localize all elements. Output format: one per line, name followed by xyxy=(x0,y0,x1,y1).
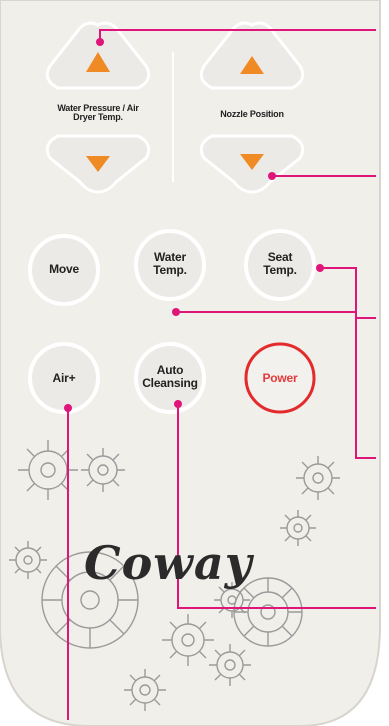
water-temp-label: Water Temp. xyxy=(145,251,195,276)
air-plus-label: Air+ xyxy=(34,372,94,385)
nozzle-position-label: Nozzle Position xyxy=(202,110,302,119)
move-label: Move xyxy=(34,263,94,276)
coway-logo: Coway xyxy=(84,536,252,590)
power-label: Power xyxy=(250,372,310,385)
water-pressure-label: Water Pressure / Air Dryer Temp. xyxy=(52,104,144,123)
seat-temp-label: Seat Temp. xyxy=(255,251,305,276)
auto-cleansing-label: Auto Cleansing xyxy=(135,364,205,389)
